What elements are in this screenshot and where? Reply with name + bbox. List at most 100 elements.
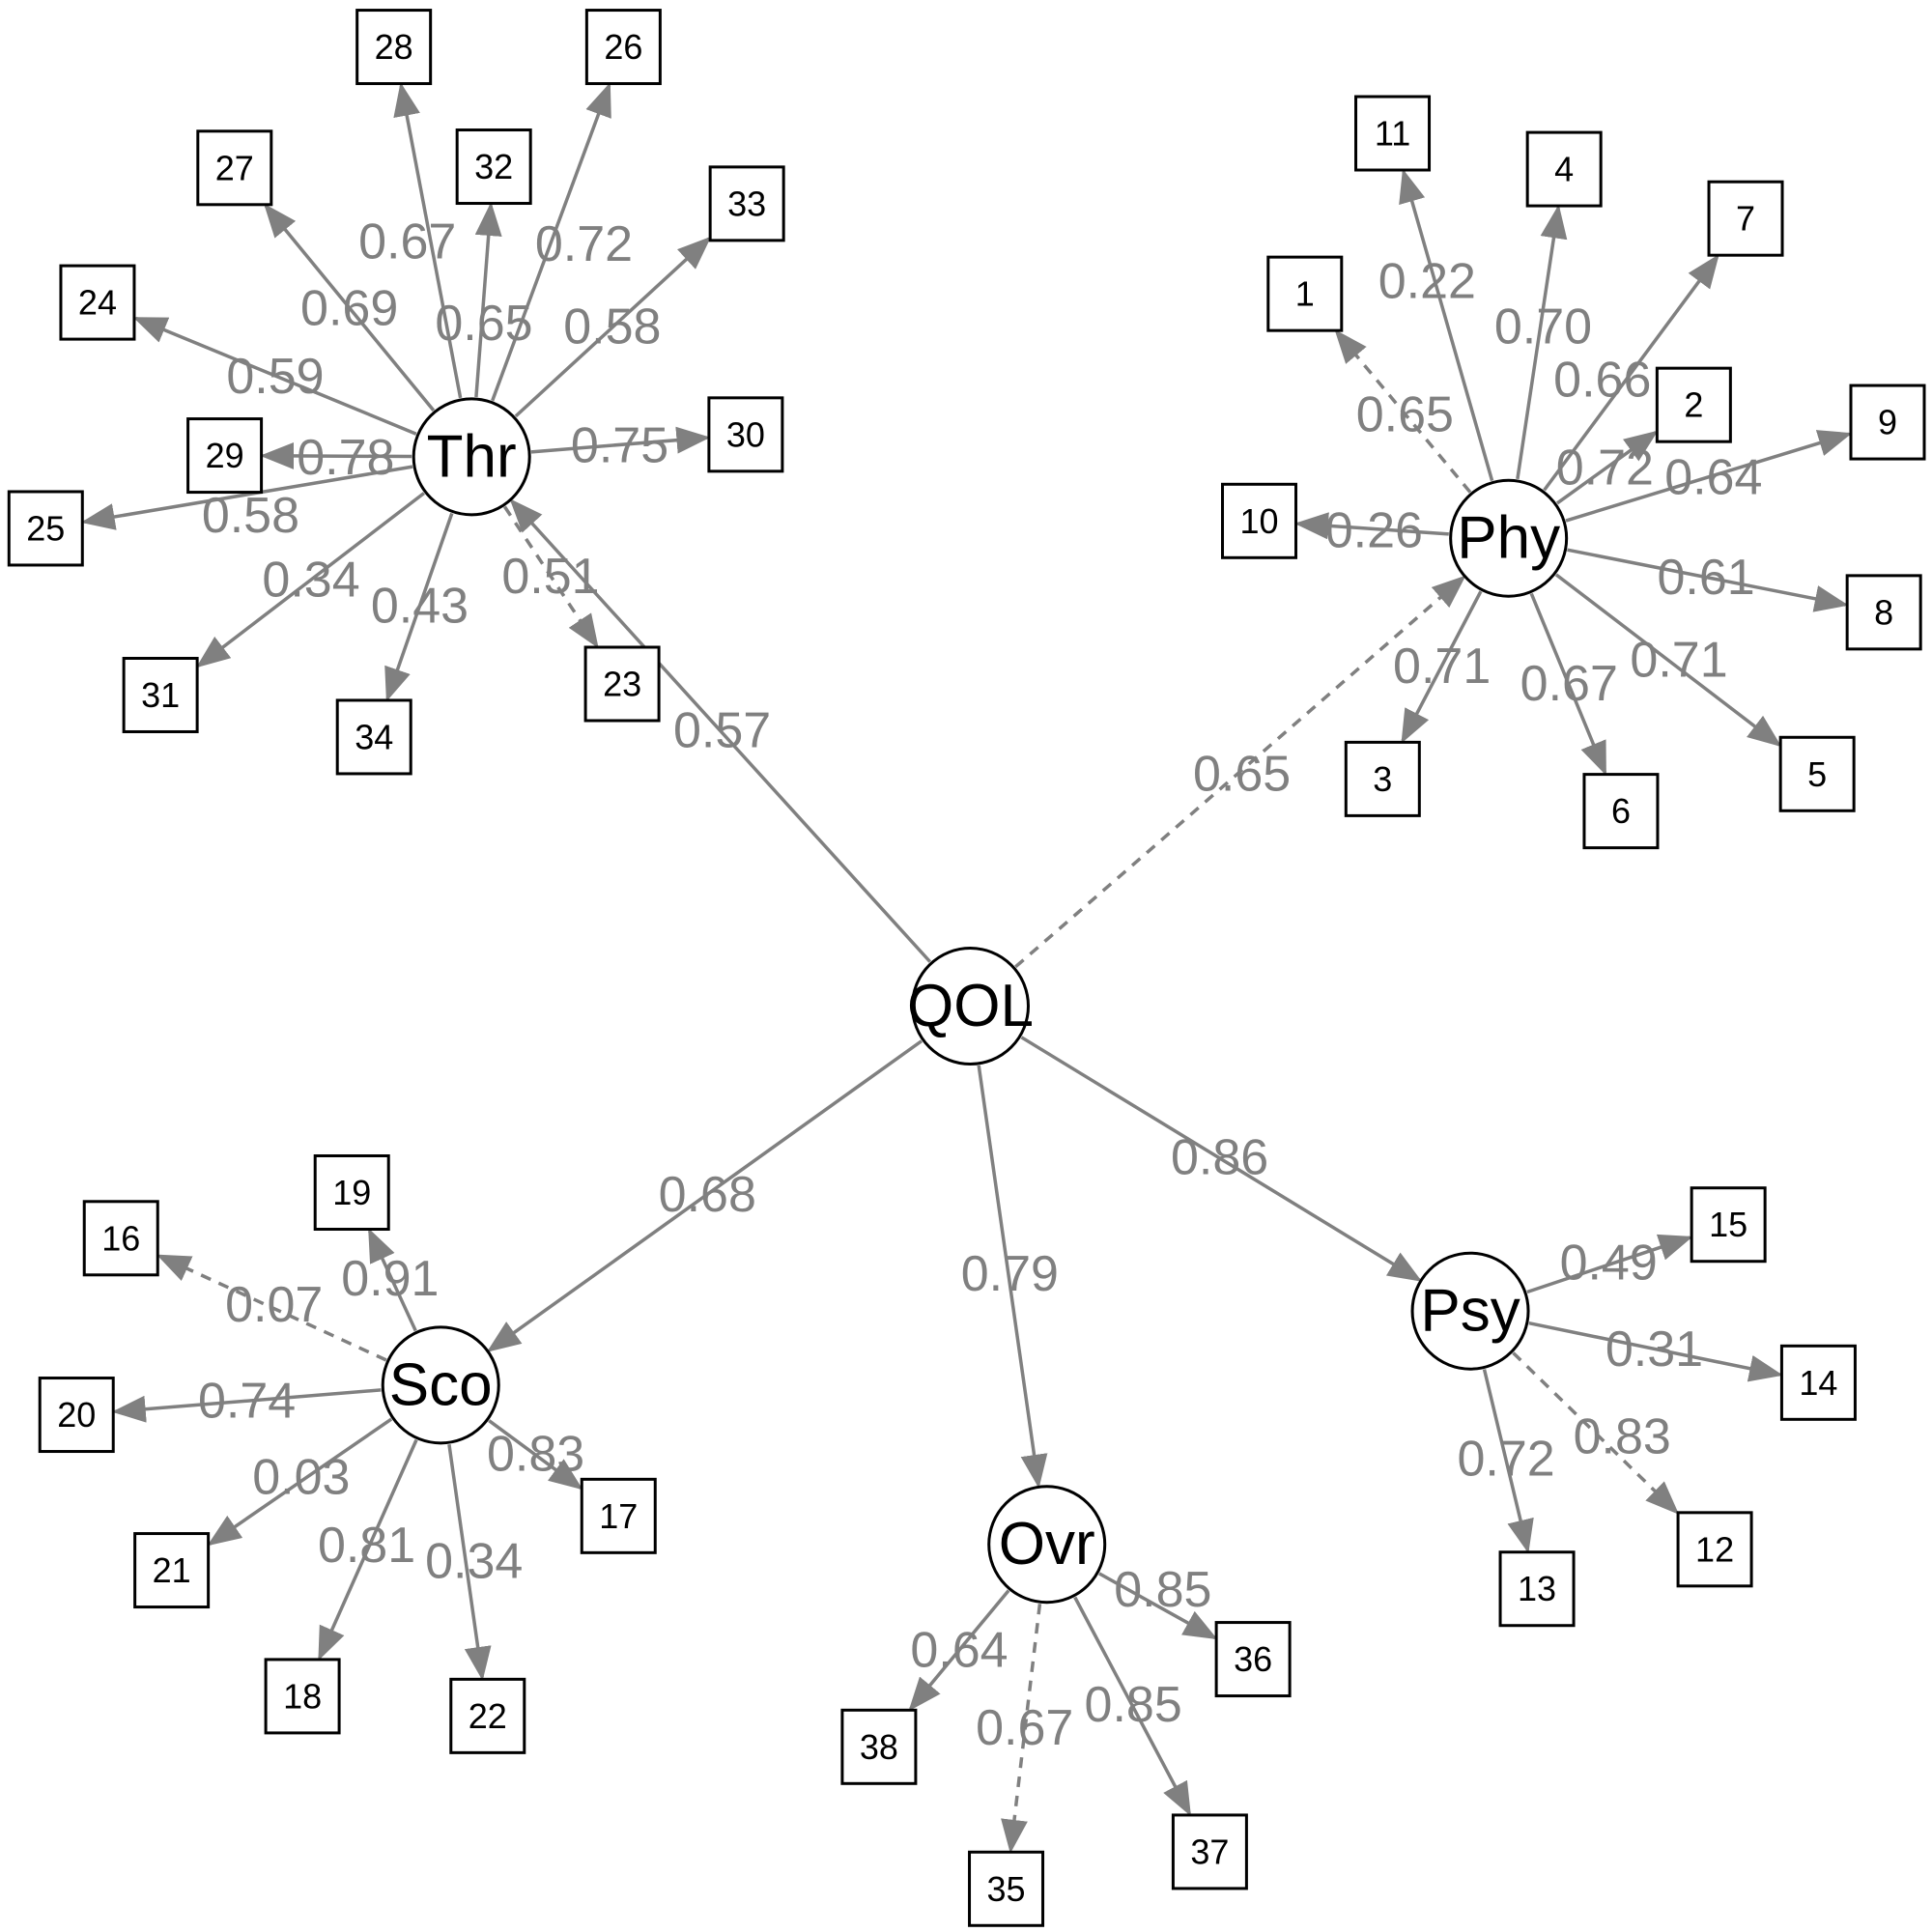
indicator-label: 8 [1874,592,1893,632]
indicator-box [584,9,662,86]
indicator-box [1707,180,1784,257]
indicator-label: 2 [1684,385,1703,425]
indicator-label: 3 [1373,759,1392,799]
edge-label-Phy-2: 0.72 [1556,440,1654,496]
indicator-node-2: 2 [1655,366,1732,443]
indicator-label: 9 [1878,403,1897,442]
indicator-node-35: 35 [968,1850,1045,1927]
indicator-label: 32 [474,147,513,186]
edge-label-Thr-30: 0.75 [571,417,668,473]
latent-label: QOL [907,973,1034,1039]
indicator-box [122,656,199,733]
indicator-node-8: 8 [1845,574,1922,651]
edge-label-Phy-10: 0.26 [1325,503,1423,559]
edge-Sco-21 [207,1417,393,1547]
indicator-label: 11 [1375,114,1410,154]
indicator-box [335,698,412,776]
indicator-label: 19 [332,1173,371,1212]
edge-label-Phy-6: 0.67 [1520,656,1618,712]
edge-label-Phy-4: 0.70 [1494,299,1592,355]
indicator-node-22: 22 [449,1677,526,1754]
indicator-box [1214,1621,1292,1698]
indicator-label: 22 [469,1696,507,1736]
indicator-box [1354,95,1432,172]
edge-Ovr-37 [1073,1596,1191,1817]
edge-QOL-Phy [1014,575,1466,969]
latent-circle [910,947,1030,1066]
indicator-box [449,1677,526,1754]
edge-label-Ovr-37: 0.85 [1085,1677,1182,1733]
edge-label-Psy-13: 0.72 [1457,1432,1554,1488]
indicator-box [313,1154,390,1232]
edge-Thr-23 [502,505,599,649]
edge-Thr-26 [491,82,611,402]
latent-label: Thr [427,423,517,490]
indicator-node-15: 15 [1690,1186,1767,1264]
indicator-label: 5 [1807,754,1827,794]
edge-label-Ovr-38: 0.64 [910,1623,1008,1679]
latent-label: Ovr [999,1511,1095,1577]
indicator-box [1779,1344,1857,1421]
indicator-label: 16 [101,1218,140,1258]
edge-label-QOL-Thr: 0.57 [673,703,771,759]
edge-Phy-6 [1529,592,1607,777]
edge-label-Phy-5: 0.71 [1630,633,1727,689]
indicator-node-9: 9 [1849,384,1926,461]
indicator-node-27: 27 [196,129,273,207]
latent-label: Psy [1420,1278,1520,1345]
indicator-label: 24 [78,283,117,323]
indicator-label: 34 [355,717,393,756]
indicator-node-21: 21 [133,1532,211,1609]
latent-label: Sco [389,1351,493,1418]
indicator-box [133,1532,211,1609]
indicator-node-3: 3 [1344,740,1421,817]
edge-label-Thr-25: 0.58 [202,488,299,544]
indicator-node-28: 28 [355,9,433,86]
indicator-label: 13 [1518,1569,1556,1608]
indicator-node-6: 6 [1582,773,1660,850]
indicator-label: 36 [1234,1639,1272,1679]
indicator-node-13: 13 [1498,1550,1576,1628]
indicator-label: 10 [1239,501,1278,541]
edge-label-Thr-24: 0.59 [226,349,324,405]
indicator-box [1849,384,1926,461]
indicator-label: 30 [726,414,765,454]
edge-Sco-20 [111,1388,382,1423]
edge-label-Psy-15: 0.49 [1560,1235,1658,1291]
indicator-label: 1 [1295,274,1315,314]
indicator-node-25: 25 [7,490,84,567]
edge-Thr-31 [195,492,426,668]
indicator-box [708,165,785,242]
edge-label-Phy-7: 0.66 [1553,353,1651,409]
edge-Thr-34 [384,512,454,702]
edge-Thr-28 [393,82,463,399]
edge-Phy-10 [1294,512,1449,540]
indicator-label: 29 [206,436,244,475]
indicator-box [1655,366,1732,443]
edge-label-Thr-28: 0.67 [358,213,456,270]
latent-circle [412,397,531,517]
indicator-node-10: 10 [1221,482,1298,559]
indicator-box [1266,255,1344,332]
indicator-box [1676,1511,1753,1588]
indicator-node-5: 5 [1778,735,1856,812]
indicator-label: 33 [727,184,766,223]
edge-label-Thr-33: 0.58 [563,299,661,355]
indicator-node-36: 36 [1214,1621,1292,1698]
indicator-label: 21 [153,1550,191,1590]
edge-QOL-Sco [486,1039,923,1352]
edge-label-Phy-1: 0.65 [1356,386,1454,442]
latent-node-sco: Sco [381,1325,500,1445]
latent-node-phy: Phy [1449,478,1569,598]
edge-label-Sco-18: 0.81 [318,1518,415,1574]
indicator-box [707,396,784,473]
edge-QOL-Ovr [977,1065,1048,1489]
latent-node-qol: QOL [907,947,1034,1066]
indicator-box [1498,1550,1576,1628]
edge-label-Ovr-36: 0.85 [1114,1562,1211,1618]
edge-Phy-3 [1401,590,1483,744]
latent-circle [1410,1251,1530,1371]
indicator-node-19: 19 [313,1154,390,1232]
